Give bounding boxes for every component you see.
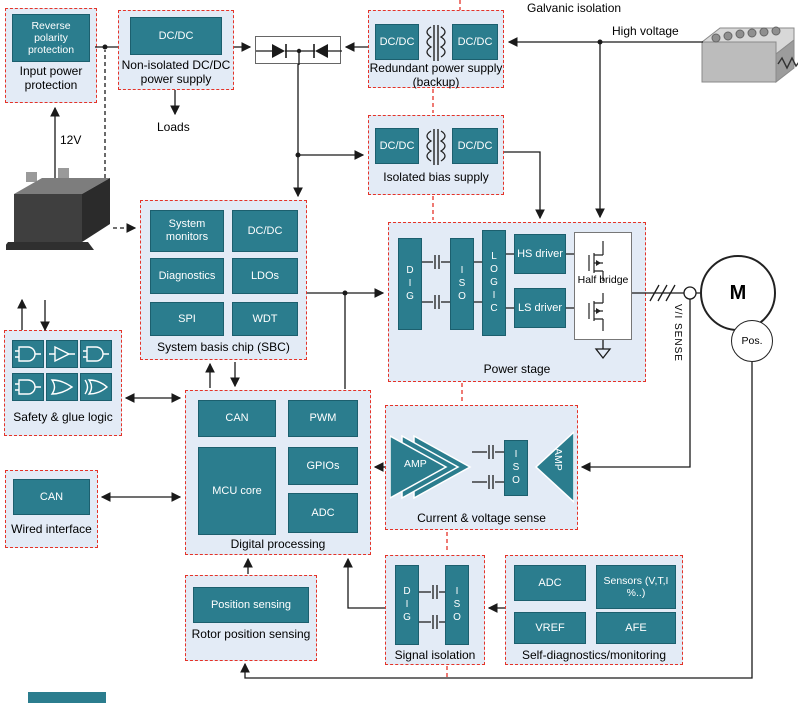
block-digital-adc: ADC	[288, 493, 358, 533]
and-gate-icon	[80, 340, 112, 368]
transformer-icon	[426, 25, 446, 61]
block-position-sensing: Position sensing	[193, 587, 309, 623]
block-redundant-dcdc-left: DC/DC	[375, 24, 419, 60]
label-isolated-bias: Isolated bias supply	[383, 170, 489, 184]
block-selfdiag-adc: ADC	[514, 565, 586, 601]
block-ls-driver: LS driver	[514, 288, 566, 328]
amp-in-label: AMP	[404, 458, 427, 470]
label-sbc: System basis chip (SBC)	[157, 340, 290, 354]
galvanic-isolation-label: Galvanic isolation	[527, 1, 622, 15]
diode-oring-box	[255, 36, 342, 65]
block-powerstage-dig: DIG	[398, 238, 422, 330]
half-bridge-box: Half bridge	[574, 232, 632, 340]
half-bridge-label: Half bridge	[577, 274, 629, 286]
block-sigiso-dig: DIG	[395, 565, 419, 645]
battery-12v-label: 12V	[60, 133, 82, 147]
hv-battery-illustration	[700, 26, 798, 84]
block-bias-dcdc-left: DC/DC	[375, 128, 419, 164]
block-wired-can: CAN	[13, 479, 90, 515]
amp-out-label: AMP	[552, 448, 564, 471]
label-input-power-protection: Input power protection	[19, 64, 83, 93]
block-mcu-core: MCU core	[198, 447, 276, 535]
block-nonisolated-dcdc: DC/DC	[130, 17, 222, 55]
legend-strip	[28, 692, 106, 703]
block-afe: AFE	[596, 612, 676, 644]
vi-sense-label: V/I SENSE	[672, 304, 683, 362]
buffer-gate-icon	[46, 340, 78, 368]
block-redundant-dcdc-right: DC/DC	[452, 24, 498, 60]
block-powerstage-iso: ISO	[450, 238, 474, 330]
block-sensors: Sensors (V,T,I %..)	[596, 565, 676, 609]
mosfet-icon	[588, 241, 604, 331]
label-signal-isolation: Signal isolation	[394, 648, 476, 662]
block-digital-can: CAN	[198, 400, 276, 437]
block-system-monitors: System monitors	[150, 210, 224, 252]
block-reverse-polarity-protection: Reverse polarity protection	[12, 14, 90, 62]
xor-gate-icon	[80, 373, 112, 401]
label-nonisolated: Non-isolated DC/DC power supply	[121, 58, 231, 87]
label-digital: Digital processing	[230, 537, 326, 551]
block-powerstage-logic: LOGIC	[482, 230, 506, 336]
block-sigiso-iso: ISO	[445, 565, 469, 645]
block-pwm: PWM	[288, 400, 358, 437]
block-ldos: LDOs	[232, 258, 298, 294]
block-sbc-dcdc: DC/DC	[232, 210, 298, 252]
block-wdt: WDT	[232, 302, 298, 336]
or-gate-icon	[46, 373, 78, 401]
label-selfdiag: Self-diagnostics/monitoring	[521, 648, 667, 662]
label-wired: Wired interface	[11, 522, 92, 536]
block-vref: VREF	[514, 612, 586, 644]
motor-circle: M	[700, 255, 776, 331]
label-safety: Safety & glue logic	[13, 410, 113, 424]
block-spi: SPI	[150, 302, 224, 336]
position-sensor-circle: Pos.	[731, 320, 773, 362]
label-redundant: Redundant power supply (backup)	[369, 61, 503, 90]
block-gpios: GPIOs	[288, 447, 358, 485]
and-gate-icon	[12, 373, 44, 401]
and-gate-icon	[12, 340, 44, 368]
label-cv-sense: Current & voltage sense	[417, 511, 546, 525]
label-rotor: Rotor position sensing	[191, 627, 311, 641]
high-voltage-label: High voltage	[612, 24, 679, 38]
loads-label: Loads	[157, 120, 190, 134]
diode-icon	[256, 44, 342, 65]
block-cv-iso: ISO	[504, 440, 528, 496]
block-bias-dcdc-right: DC/DC	[452, 128, 498, 164]
label-power-stage: Power stage	[483, 362, 551, 376]
battery-12v-illustration	[6, 168, 110, 250]
block-hs-driver: HS driver	[514, 234, 566, 274]
block-diagnostics: Diagnostics	[150, 258, 224, 294]
transformer-icon	[426, 129, 446, 165]
